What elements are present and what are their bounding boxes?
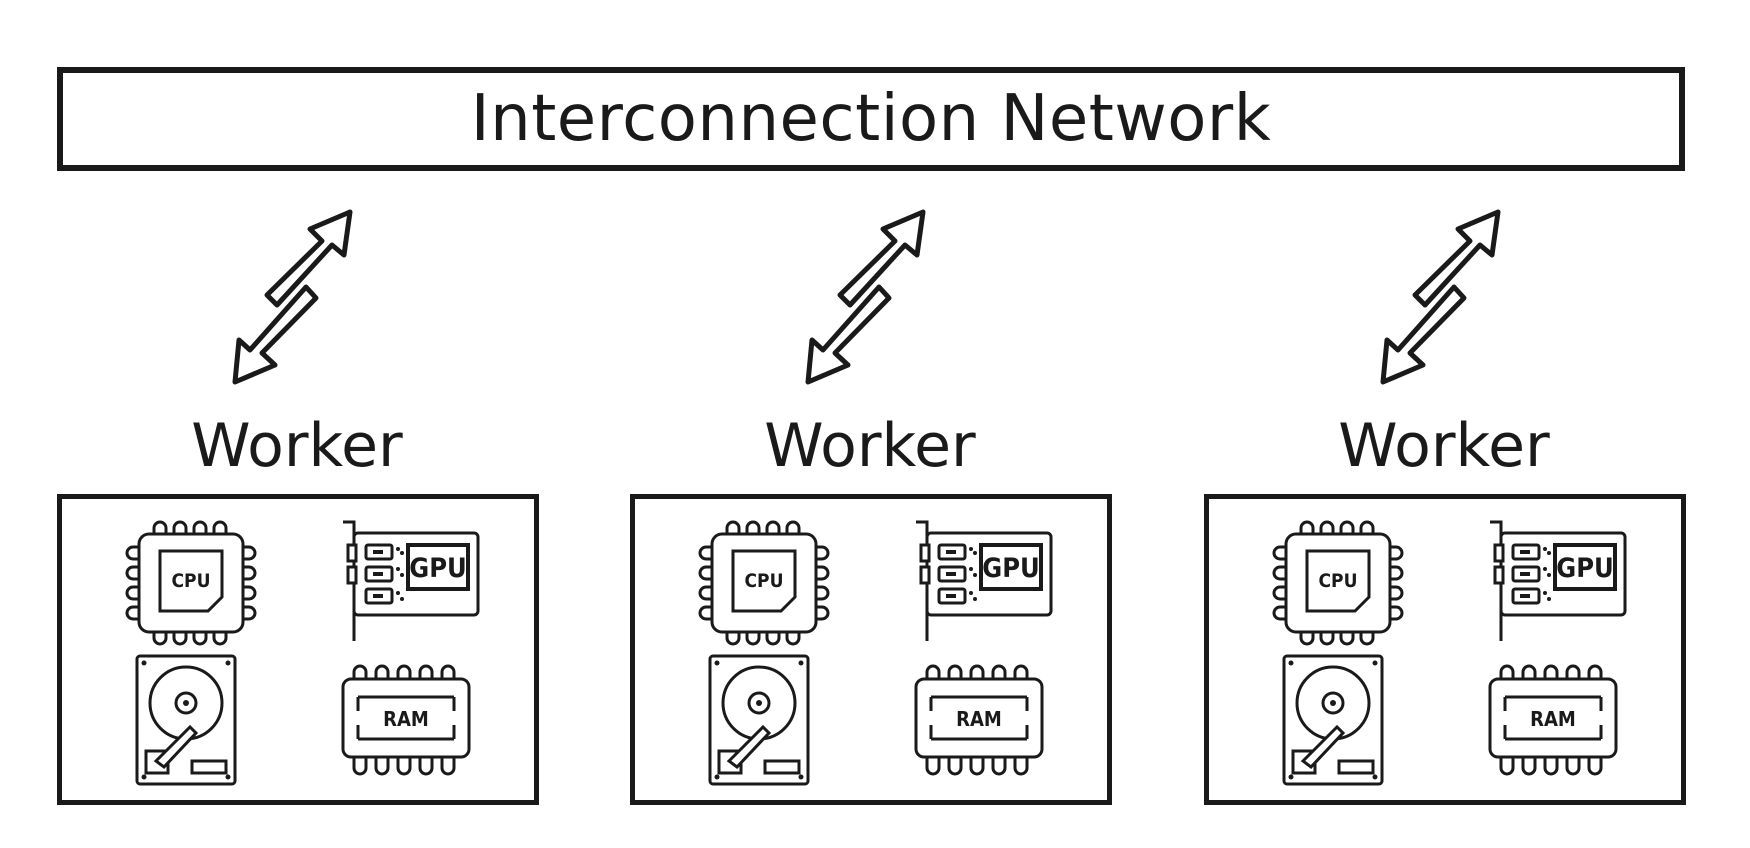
bidirectional-arrow-icon — [1380, 209, 1501, 385]
cpu-icon: CPU — [1272, 520, 1404, 646]
hard-drive-icon — [135, 654, 237, 786]
hard-drive-icon — [1282, 654, 1384, 786]
worker-box: CPU GPU — [1204, 494, 1686, 805]
ram-icon: RAM — [341, 664, 471, 776]
bidirectional-arrow-icon — [805, 209, 926, 385]
worker-box: CPU GPU — [57, 494, 539, 805]
ram-icon: RAM — [914, 664, 1044, 776]
cpu-label: CPU — [745, 570, 784, 592]
network-label: Interconnection Network — [470, 82, 1272, 156]
worker-label: Worker — [1338, 411, 1550, 481]
ram-label: RAM — [1530, 707, 1576, 731]
ram-label: RAM — [383, 707, 429, 731]
cpu-label: CPU — [1319, 570, 1358, 592]
gpu-label: GPU — [982, 553, 1039, 584]
cpu-icon: CPU — [698, 520, 830, 646]
cpu-icon: CPU — [125, 520, 257, 646]
worker-label: Worker — [191, 411, 403, 481]
cpu-label: CPU — [172, 570, 211, 592]
bidirectional-arrow-icon — [232, 209, 353, 385]
gpu-label: GPU — [1556, 553, 1613, 584]
gpu-icon: GPU — [1490, 520, 1627, 641]
interconnection-network: Interconnection Network — [57, 67, 1685, 171]
gpu-label: GPU — [409, 553, 466, 584]
gpu-icon: GPU — [916, 520, 1053, 641]
worker-label: Worker — [764, 411, 976, 481]
gpu-icon: GPU — [343, 520, 480, 641]
hard-drive-icon — [708, 654, 810, 786]
worker-box: CPU GPU — [630, 494, 1112, 805]
ram-label: RAM — [956, 707, 1002, 731]
ram-icon: RAM — [1488, 664, 1618, 776]
